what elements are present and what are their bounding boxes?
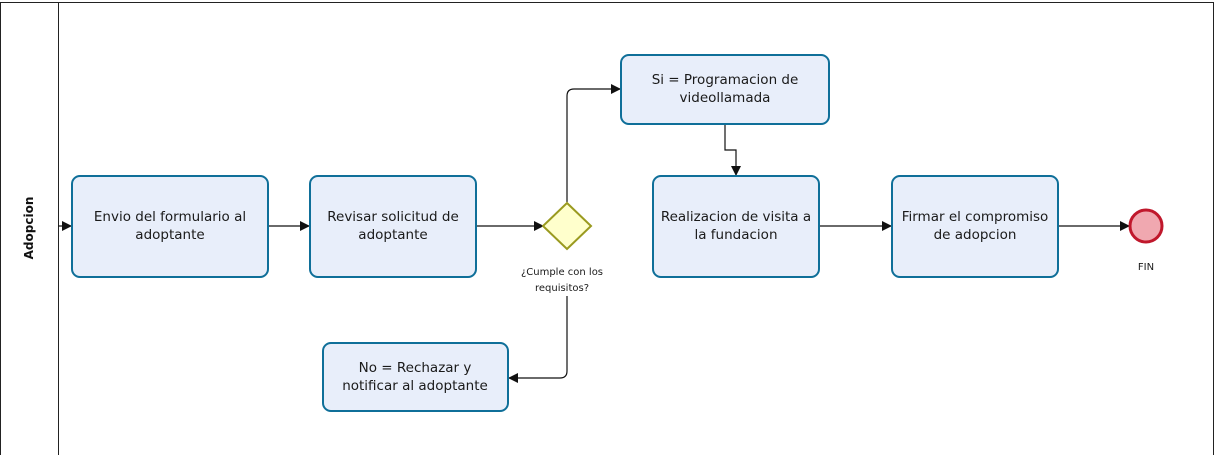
- task-realizacion-line1: Realizacion de visita a: [661, 209, 811, 225]
- task-firmar-compromiso[interactable]: Firmar el compromiso de adopcion: [891, 175, 1059, 278]
- task-revisar-solicitud[interactable]: Revisar solicitud de adoptante: [309, 175, 477, 278]
- gateway-diamond: [541, 201, 593, 251]
- task-rechazar-line1: No = Rechazar y: [359, 360, 472, 376]
- task-revisar-line1: Revisar solicitud de: [327, 209, 459, 225]
- gateway-cumple-requisitos[interactable]: ¿Cumple con los requisitos?: [521, 201, 603, 294]
- task-revisar-line2: adoptante: [358, 227, 427, 243]
- task-programacion-line1: Si = Programacion de: [652, 72, 799, 88]
- task-envio-line2: adoptante: [135, 227, 204, 243]
- task-envio-formulario[interactable]: Envio del formulario al adoptante: [71, 175, 269, 278]
- task-realizacion-line2: la fundacion: [694, 227, 777, 243]
- task-programacion-line2: videollamada: [680, 90, 771, 106]
- end-event-fin[interactable]: FIN: [1128, 208, 1164, 273]
- task-rechazar-line2: notificar al adoptante: [342, 378, 488, 394]
- flow-gateway-to-rechazar: [508, 296, 568, 383]
- task-envio-line1: Envio del formulario al: [94, 209, 246, 225]
- end-event-label: FIN: [1138, 262, 1154, 273]
- task-firmar-line2: de adopcion: [934, 227, 1017, 243]
- flow-programacion-to-realizacion: [724, 124, 741, 176]
- task-programacion-videollamada[interactable]: Si = Programacion de videollamada: [620, 54, 830, 125]
- flow-gateway-to-programacion: [566, 84, 621, 202]
- task-realizacion-visita[interactable]: Realizacion de visita a la fundacion: [652, 175, 820, 278]
- gateway-question-line2: requisitos?: [535, 283, 589, 294]
- gateway-question-line1: ¿Cumple con los: [521, 267, 603, 278]
- end-event-circle: [1128, 208, 1164, 244]
- task-rechazar-notificar[interactable]: No = Rechazar y notificar al adoptante: [322, 342, 509, 412]
- lane-label: Adopcion: [22, 197, 36, 260]
- task-firmar-line1: Firmar el compromiso: [902, 209, 1049, 225]
